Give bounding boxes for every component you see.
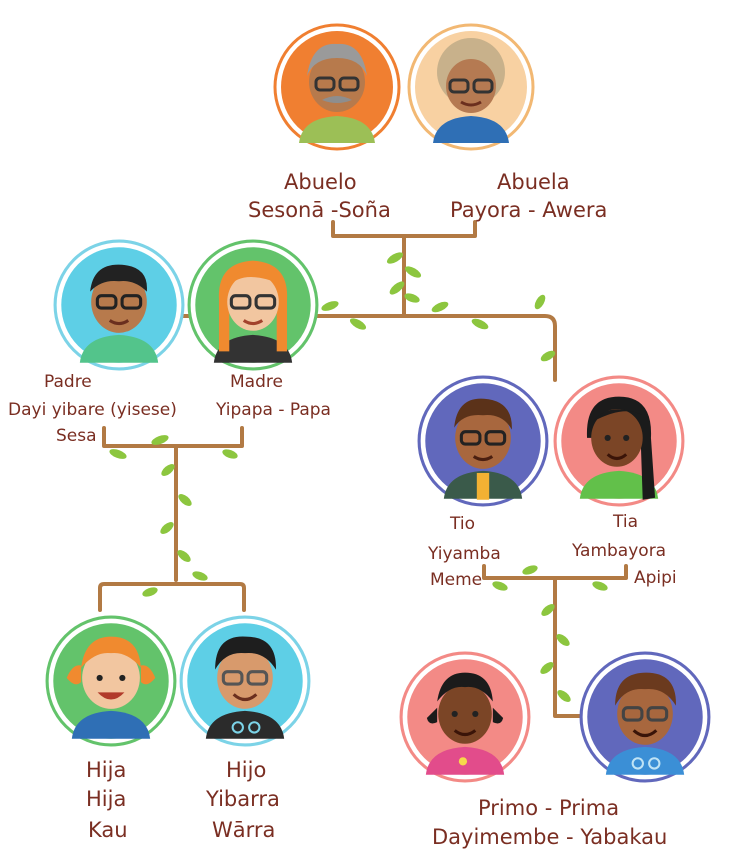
padre-portrait bbox=[53, 239, 185, 371]
hija-title: Hija bbox=[86, 758, 127, 782]
padre-name-2: Sesa bbox=[56, 426, 97, 446]
prima-portrait bbox=[399, 651, 531, 783]
abuelo-portrait bbox=[273, 23, 401, 151]
abuelo-names: Sesonā -Soña bbox=[248, 198, 391, 222]
tio-title: Tio bbox=[450, 514, 475, 534]
padre-name-1: Dayi yibare (yisese) bbox=[8, 400, 177, 420]
abuela-title: Abuela bbox=[497, 170, 570, 194]
madre-portrait bbox=[187, 239, 319, 371]
tio-portrait bbox=[417, 375, 549, 507]
abuela-portrait bbox=[407, 23, 535, 151]
abuelo-title: Abuelo bbox=[284, 170, 357, 194]
abuela-names: Payora - Awera bbox=[450, 198, 608, 222]
hija-name-1: Hija bbox=[86, 787, 127, 811]
madre-names: Yipapa - Papa bbox=[216, 400, 331, 420]
tia-portrait bbox=[553, 375, 685, 507]
hijo-title: Hijo bbox=[226, 758, 267, 782]
hija-portrait bbox=[45, 615, 177, 747]
tio-name-2: Meme bbox=[430, 570, 483, 590]
hija-name-2: Kau bbox=[88, 818, 128, 842]
cousins-names: Dayimembe - Yabakau bbox=[432, 825, 668, 849]
hijo-name-2: Wārra bbox=[212, 818, 276, 842]
tia-name-1: Yambayora bbox=[572, 541, 667, 561]
hijo-portrait bbox=[179, 615, 311, 747]
primo-portrait bbox=[579, 651, 711, 783]
padre-title: Padre bbox=[44, 372, 92, 392]
hijo-name-1: Yibarra bbox=[206, 787, 280, 811]
tio-name-1: Yiyamba bbox=[428, 544, 501, 564]
madre-title: Madre bbox=[230, 372, 283, 392]
tia-name-2: Apipi bbox=[634, 568, 677, 588]
cousins-title: Primo - Prima bbox=[478, 796, 620, 820]
tia-title: Tia bbox=[613, 512, 639, 532]
